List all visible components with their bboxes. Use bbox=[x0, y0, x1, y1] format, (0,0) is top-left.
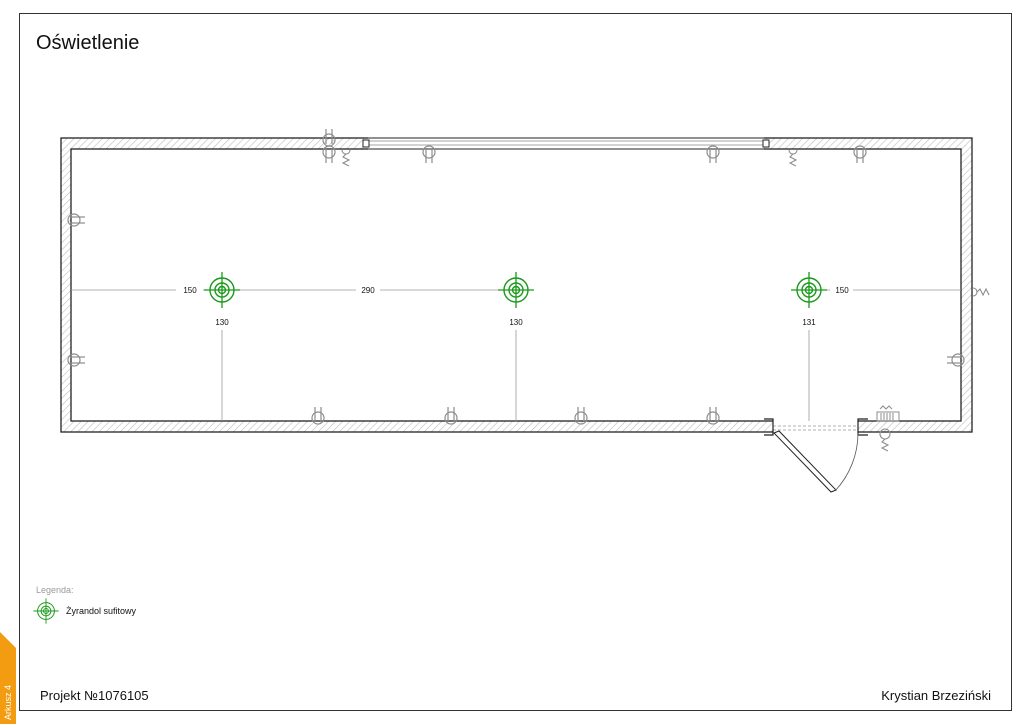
dimension-lines bbox=[71, 289, 961, 421]
control-panel-icon bbox=[876, 405, 900, 422]
lamp-depth-1: 130 bbox=[215, 318, 229, 327]
ceiling-lamp-3 bbox=[790, 271, 828, 309]
switch-outside-door bbox=[879, 428, 891, 452]
switch-outside-right bbox=[972, 287, 990, 297]
switch-top-1 bbox=[341, 149, 351, 167]
switch-top-2 bbox=[788, 149, 798, 167]
chandelier-icon bbox=[36, 601, 58, 621]
dimension-right: 150 bbox=[835, 286, 849, 295]
legend-item-label: Żyrandol sufitowy bbox=[66, 606, 137, 616]
door bbox=[764, 418, 868, 493]
sheet-tab-label[interactable]: Arkusz 4 bbox=[3, 684, 13, 720]
window bbox=[362, 137, 770, 150]
sheet-tab-shape bbox=[0, 632, 16, 724]
dimension-left: 150 bbox=[183, 286, 197, 295]
sheet-border bbox=[19, 13, 1012, 711]
lamp-depth-3: 131 bbox=[802, 318, 816, 327]
ceiling-lamp-2 bbox=[497, 271, 535, 309]
author-name: Krystian Brzeziński bbox=[881, 688, 991, 703]
ceiling-lamp-1 bbox=[203, 271, 241, 309]
legend-title: Legenda: bbox=[36, 585, 74, 595]
dimension-between: 290 bbox=[361, 286, 375, 295]
legend-item: Żyrandol sufitowy bbox=[36, 601, 136, 621]
project-number: Projekt №1076105 bbox=[40, 688, 149, 703]
lamp-depth-2: 130 bbox=[509, 318, 523, 327]
page-title: Oświetlenie bbox=[36, 32, 140, 54]
